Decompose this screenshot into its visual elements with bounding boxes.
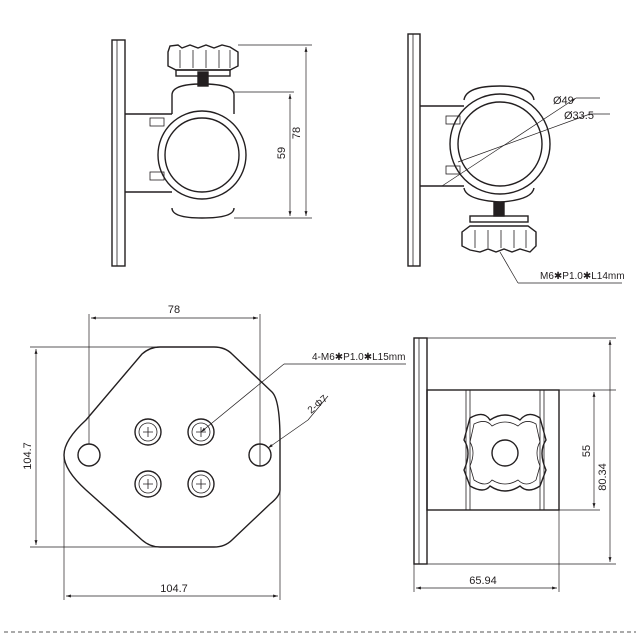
clamp-ring-outer <box>449 93 551 195</box>
knob-icon <box>463 413 547 492</box>
hole-spec: 2-Φ7 <box>306 393 331 416</box>
side-view-left: 78 59 <box>111 39 312 267</box>
mounting-plate <box>111 39 126 267</box>
screw-icon <box>134 470 162 498</box>
mounting-plate <box>413 337 428 565</box>
dim-width: 104.7 <box>160 583 188 595</box>
front-view: 78 104.7 104.7 4-M6✱P1.0✱L15mm 2-Φ7 <box>22 304 406 600</box>
dim-hole-spacing: 78 <box>168 304 180 316</box>
screw-spec-label: M6✱P1.0✱L14mm <box>540 271 625 282</box>
knob-center-hole <box>491 439 519 467</box>
dim-outer-height: 80.34 <box>597 463 609 491</box>
screw-icon <box>187 418 215 446</box>
dim-total-height: 78 <box>291 127 303 139</box>
mount-hole-left <box>77 443 101 467</box>
knob-icon <box>461 225 537 253</box>
dim-depth: 65.94 <box>469 575 497 587</box>
dim-inner-diameter: Ø33.5 <box>564 110 594 122</box>
dim-outer-diameter: Ø49 <box>553 95 574 107</box>
side-view-right: Ø49 Ø33.5 M6✱P1.0✱L14mm <box>407 33 625 284</box>
dim-height: 104.7 <box>22 442 34 470</box>
screw-icon <box>134 418 162 446</box>
front-screw-spec: 4-M6✱P1.0✱L15mm <box>312 352 405 363</box>
mounting-plate <box>407 33 421 267</box>
dim-ring-height: 59 <box>276 147 288 159</box>
back-view: 55 80.34 65.94 <box>413 337 616 592</box>
knob-icon <box>167 44 239 71</box>
dim-inner-height: 55 <box>581 445 593 457</box>
mounting-plate-outline <box>63 346 281 548</box>
clamp-ring-inner <box>457 101 543 187</box>
screw-icon <box>187 470 215 498</box>
clamp-ring-inner <box>164 117 240 193</box>
bracket-body <box>426 389 560 511</box>
clamp-ring-outer <box>157 110 247 200</box>
